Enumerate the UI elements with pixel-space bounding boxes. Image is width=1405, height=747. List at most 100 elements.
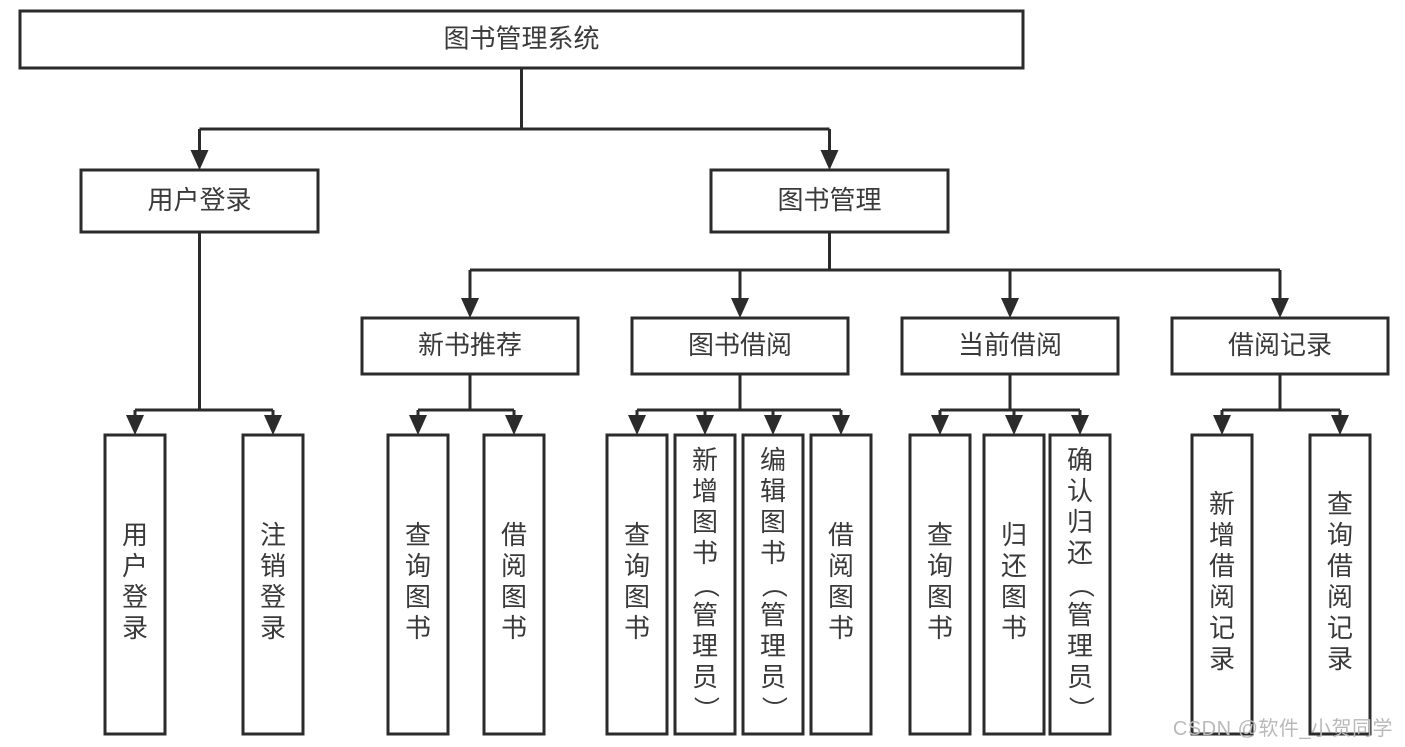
node-leaf-add-borrow-record-box[interactable] [1190,433,1254,736]
node-leaf-user-login-label-char: 登 [122,582,148,612]
node-leaf-add-book-label-char: （ [691,572,721,598]
node-leaf-return-book-label-char: 图 [1001,582,1027,612]
node-leaf-query-borrow-record-label-char: 借 [1327,551,1353,581]
node-leaf-query-borrow-record-label-char: 记 [1327,613,1353,643]
node-new-book-recommend[interactable]: 新书推荐 [360,316,580,376]
node-leaf-confirm-return-label-char: （ [1066,572,1096,598]
node-new-book-recommend-box[interactable] [360,316,580,376]
node-book-borrow[interactable]: 图书借阅 [630,316,850,376]
node-leaf-user-login[interactable]: 用户登录 [103,433,167,736]
node-book-borrow-box[interactable] [630,316,850,376]
node-leaf-add-book-label-char: 管 [692,600,718,630]
node-current-borrow[interactable]: 当前借阅 [900,316,1120,376]
arrow-head-icon [264,415,282,435]
node-leaf-query-borrow-record-box[interactable] [1308,433,1372,736]
node-leaf-logout-login-box[interactable] [241,433,305,736]
node-leaf-borrow-book-2-label-char: 书 [828,613,854,643]
node-book-manage-label: 图书管理 [777,185,881,215]
node-leaf-user-login-box[interactable] [103,433,167,736]
node-leaf-add-borrow-record-label-char: 新 [1209,489,1235,519]
node-leaf-return-book-box[interactable] [982,433,1046,736]
node-leaf-query-book-2-label-char: 查 [624,520,650,550]
node-leaf-borrow-book-1-box[interactable] [482,433,546,736]
node-leaf-borrow-book-1-label-char: 书 [501,613,527,643]
node-leaf-logout-login-label-char: 注 [260,520,286,550]
node-leaf-add-borrow-record-label-char: 记 [1209,613,1235,643]
node-root-title[interactable]: 图书管理系统 [18,9,1025,70]
node-leaf-query-borrow-record-label-char: 阅 [1327,582,1353,612]
node-leaf-query-book-1-label-char: 书 [405,613,431,643]
node-leaf-query-book-3-label-char: 书 [927,613,953,643]
node-leaf-add-borrow-record-label-char: 增 [1209,520,1235,550]
node-borrow-record-box[interactable] [1170,316,1390,376]
node-leaf-query-book-1-box[interactable] [386,433,450,736]
node-leaf-confirm-return-label-char: 还 [1067,538,1093,568]
node-book-borrow-label: 图书借阅 [688,330,792,360]
node-leaf-confirm-return-label-char: 管 [1067,600,1093,630]
node-root-title-box[interactable] [18,9,1025,70]
node-leaf-confirm-return-label-char: 确 [1067,445,1093,475]
node-leaf-add-book-box[interactable] [673,433,737,736]
node-leaf-borrow-book-2-label-char: 阅 [828,551,854,581]
node-leaf-add-borrow-record-label-char: 借 [1209,551,1235,581]
node-leaf-confirm-return-label-char: 员 [1067,662,1093,692]
node-leaf-user-login-label-char: 用 [122,520,148,550]
arrow-head-icon [1271,298,1289,318]
node-leaf-logout-login-label-char: 录 [260,613,286,643]
node-leaf-borrow-book-1-label-char: 借 [501,520,527,550]
node-leaf-edit-book-label-char: 管 [760,600,786,630]
node-leaf-query-book-2-label-char: 图 [624,582,650,612]
node-leaf-return-book-label-char: 归 [1001,520,1027,550]
arrow-head-icon [931,415,949,435]
arrow-head-icon [1331,415,1349,435]
node-leaf-edit-book-label-char: 辑 [760,476,786,506]
node-leaf-borrow-book-2-label-char: 借 [828,520,854,550]
node-leaf-return-book-label-char: 书 [1001,613,1027,643]
node-leaf-logout-login-label-char: 销 [260,551,286,581]
arrow-head-icon [1001,298,1019,318]
node-leaf-add-book-label-char: ） [691,696,721,722]
node-leaf-edit-book-label-char: 员 [760,662,786,692]
node-leaf-query-book-2-label-char: 书 [624,613,650,643]
node-current-borrow-box[interactable] [900,316,1120,376]
node-book-manage[interactable]: 图书管理 [709,168,950,234]
node-leaf-borrow-book-1-label-char: 阅 [501,551,527,581]
node-leaf-borrow-book-2-box[interactable] [809,433,873,736]
node-leaf-user-login-label-char: 录 [122,613,148,643]
node-leaf-query-book-1-label-char: 图 [405,582,431,612]
node-leaf-query-book-3-label-char: 询 [927,551,953,581]
node-leaf-edit-book-box[interactable] [741,433,805,736]
node-root-title-label: 图书管理系统 [443,23,599,53]
arrow-head-icon [1213,415,1231,435]
node-leaf-edit-book-label-char: 书 [760,538,786,568]
node-leaf-logout-login-label-char: 登 [260,582,286,612]
node-user-login[interactable]: 用户登录 [79,168,320,234]
arrow-head-icon [820,150,839,170]
node-current-borrow-label: 当前借阅 [958,330,1062,360]
node-leaf-borrow-book-1-label-char: 图 [501,582,527,612]
node-leaf-query-book-2-box[interactable] [605,433,669,736]
node-leaf-confirm-return-box[interactable] [1048,433,1112,736]
node-user-login-box[interactable] [79,168,320,234]
node-leaf-query-book-3-box[interactable] [908,433,972,736]
arrow-head-icon [731,298,749,318]
arrow-head-icon [764,415,782,435]
node-book-manage-box[interactable] [709,168,950,234]
arrow-head-icon [832,415,850,435]
arrow-head-icon [628,415,646,435]
node-borrow-record[interactable]: 借阅记录 [1170,316,1390,376]
